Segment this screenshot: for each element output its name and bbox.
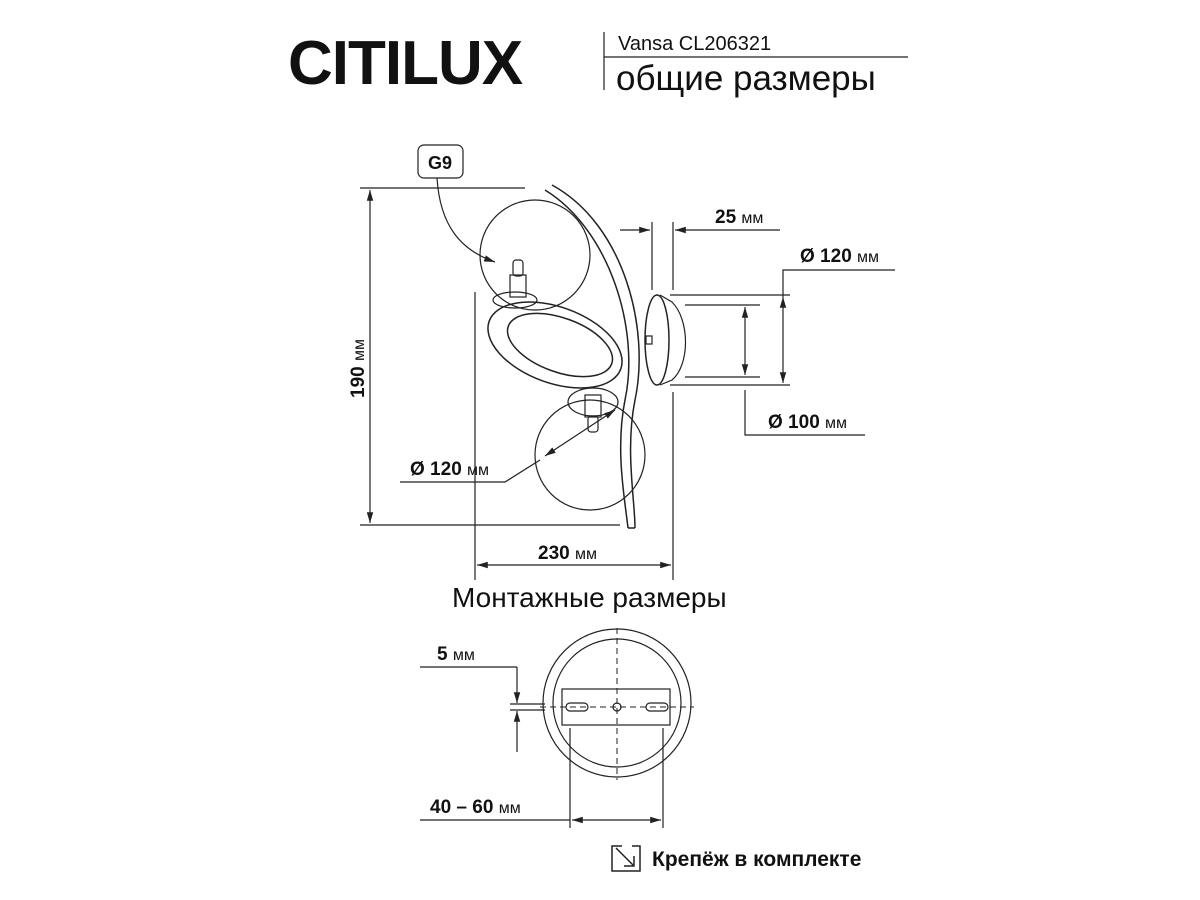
depth-unit: мм: [741, 210, 763, 227]
wall-plate-inner-value: Ø 100: [768, 412, 820, 433]
spacing-value: 40 – 60: [430, 797, 493, 818]
shade-diameter-dimension: Ø 120 мм: [410, 459, 489, 480]
leader-line: [400, 459, 541, 483]
slot-value: 5: [437, 644, 448, 665]
wall-plate-inner-unit: мм: [825, 415, 847, 432]
fasteners-included-icon: [611, 845, 641, 872]
shade-diameter-value: Ø 120: [410, 459, 462, 480]
dim-line: [544, 409, 616, 457]
fasteners-note: Крепёж в комплекте: [652, 848, 861, 871]
slot-unit: мм: [453, 647, 475, 664]
depth-dimension: 25 мм: [715, 207, 763, 228]
height-dimension: 190 мм: [348, 339, 369, 398]
height-value: 190: [348, 366, 369, 398]
spacing-unit: мм: [499, 800, 521, 817]
brand-logo-text: CITILUX: [288, 29, 523, 98]
lamp-illustration: [479, 184, 687, 529]
brand-logo: CITILUX: [288, 29, 524, 98]
g9-label: G9: [428, 153, 452, 173]
wall-plate-outer-dimension: Ø 120 мм: [800, 246, 879, 267]
depth-value: 25: [715, 207, 737, 228]
mounting-plate: [540, 628, 694, 780]
shade-diameter-unit: мм: [467, 462, 489, 479]
leader-line: [782, 269, 895, 297]
width-dimension: 230 мм: [538, 543, 597, 564]
width-unit: мм: [575, 546, 597, 563]
g9-label-box: [417, 144, 464, 179]
wall-plate-outer-value: Ø 120: [800, 246, 852, 267]
mounting-title: Монтажные размеры: [452, 582, 727, 613]
model-name: Vansa CL206321: [618, 33, 771, 55]
width-value: 230: [538, 543, 570, 564]
wall-plate-inner-dimension: Ø 100 мм: [768, 412, 847, 433]
page-subtitle: общие размеры: [616, 59, 876, 98]
wall-plate-outer-unit: мм: [857, 249, 879, 266]
spacing-dimension: 40 – 60 мм: [430, 797, 521, 818]
g9-leader: [436, 177, 496, 263]
leader-line: [744, 390, 865, 436]
height-unit: мм: [351, 339, 368, 361]
slot-dimension: 5 мм: [437, 644, 475, 665]
